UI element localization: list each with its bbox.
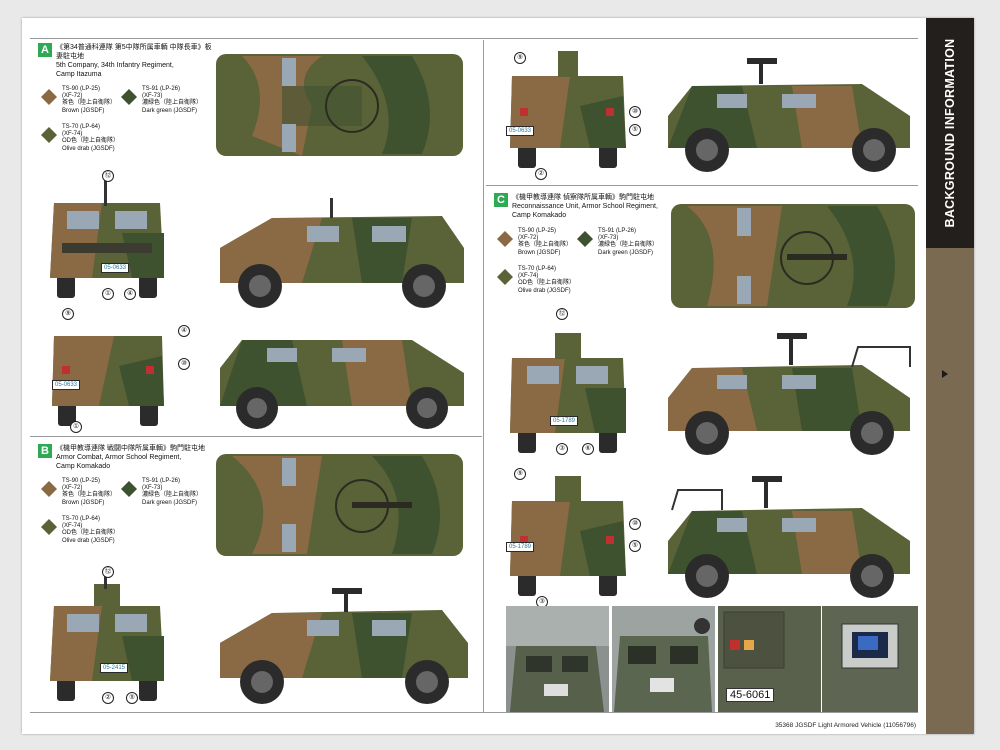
plate-c-front: 05-1789: [550, 416, 579, 426]
callout-9-a: ⑨: [62, 308, 74, 320]
section-b-caption: 《機甲教導連隊 戦闘中隊所属車輌》駒門駐屯地 Armor Combat, Arm…: [56, 444, 236, 471]
vehicle-b-side-view: [212, 578, 477, 708]
section-a-caption-en2: Camp Itazuma: [56, 71, 102, 78]
section-b-badge: B: [38, 444, 52, 458]
callout-10-right: ⑩: [629, 106, 641, 118]
plate-c-rear: 05-1789: [506, 542, 535, 552]
dark-green-paint-swatch-icon-b: [120, 480, 138, 498]
vehicle-a-side-view: [212, 188, 472, 313]
callout-5-right: ⑤: [629, 124, 641, 136]
callout-9-c: ⑨: [514, 468, 526, 480]
section-a-caption-jp: 《第34普通科連隊 第5中隊所属車輌 中隊長車》板妻駐屯地: [56, 44, 212, 60]
instruction-page: BACKGROUND INFORMATION A 《第34普通科連隊 第5中隊所…: [22, 18, 974, 734]
plate-b-front: 05-2415: [100, 663, 129, 673]
dark-green-paint-swatch-icon-c: [576, 230, 594, 248]
vehicle-a-top-view: [212, 46, 467, 164]
paint-olive-drab-c: TS-70 (LP-64)(XF-74)OD色（陸上自衛隊）Olive drab…: [518, 266, 576, 294]
sidebar: BACKGROUND INFORMATION: [926, 18, 974, 734]
callout-12-c: ⑫: [556, 308, 568, 320]
paint-brown-b: TS-90 (LP-25)(XF-72)茶色（陸上自衛隊）Brown (JGSD…: [62, 478, 117, 506]
vehicle-a-rear-view: [44, 316, 172, 431]
vehicle-b-front-view: [42, 566, 172, 706]
callout-12: ⑫: [102, 170, 114, 182]
section-a-badge: A: [38, 43, 52, 57]
olive-drab-paint-swatch-icon-b: [40, 518, 58, 536]
callout-4: ④: [124, 288, 136, 300]
section-a-caption: 《第34普通科連隊 第5中隊所属車輌 中隊長車》板妻駐屯地 5th Compan…: [56, 43, 216, 79]
footer-text: 35368 JGSDF Light Armored Vehicle (11056…: [775, 722, 916, 729]
callout-10-a: ⑩: [178, 358, 190, 370]
section-b-divider: [30, 436, 482, 437]
section-c-divider: [486, 185, 918, 186]
footer-rule: [30, 712, 918, 713]
reference-photo-3: 45-6061: [718, 606, 821, 712]
vehicle-c-rear-view: [500, 466, 635, 601]
vehicle-c-side-right-view: [662, 466, 917, 601]
vehicle-b-side-right-view: [662, 46, 917, 176]
paint-dark-green-c: TS-91 (LP-26)(XF-73)濃緑色（陸上自衛隊）Dark green…: [598, 228, 659, 256]
sidebar-title-box: BACKGROUND INFORMATION: [926, 18, 974, 248]
section-c-caption-en1: Reconnaissance Unit, Armor School Regime…: [512, 203, 658, 210]
reference-photo-2: [612, 606, 715, 712]
paint-dark-green-a: TS-91 (LP-26)(XF-73)濃緑色（陸上自衛隊）Dark green…: [142, 86, 203, 114]
callout-2-right: ②: [535, 168, 547, 180]
column-divider: [483, 40, 484, 712]
paint-brown-a: TS-90 (LP-25)(XF-72)茶色（陸上自衛隊）Brown (JGSD…: [62, 86, 117, 114]
plate-a-rear: 05-0633: [52, 380, 81, 390]
section-b-caption-en1: Armor Combat, Armor School Regiment,: [56, 454, 182, 461]
reference-photo-4: [822, 606, 918, 712]
plate-a-rear-2: 05-0633: [506, 126, 535, 136]
vehicle-c-front-view: [500, 318, 635, 458]
section-c-caption: 《機甲教導連隊 偵察隊所属車輌》駒門駐屯地 Reconnaissance Uni…: [512, 193, 692, 220]
paint-brown-c: TS-90 (LP-25)(XF-72)茶色（陸上自衛隊）Brown (JGSD…: [518, 228, 573, 256]
callout-4-a: ④: [178, 325, 190, 337]
callout-5-c: ⑤: [629, 540, 641, 552]
paint-dark-green-b: TS-91 (LP-26)(XF-73)濃緑色（陸上自衛隊）Dark green…: [142, 478, 203, 506]
callout-1: ①: [102, 288, 114, 300]
callout-10-c: ⑩: [629, 518, 641, 530]
olive-drab-paint-swatch-icon-c: [496, 268, 514, 286]
brown-paint-swatch-icon-c: [496, 230, 514, 248]
callout-12-b: ⑫: [102, 566, 114, 578]
section-b-caption-en2: Camp Komakado: [56, 463, 111, 470]
brown-paint-swatch-icon-b: [40, 480, 58, 498]
brown-paint-swatch-icon: [40, 88, 58, 106]
section-c-caption-en2: Camp Komakado: [512, 212, 567, 219]
reference-photo-1: [506, 606, 609, 712]
section-a-caption-en1: 5th Company, 34th Infantry Regiment,: [56, 62, 174, 69]
section-c-caption-jp: 《機甲教導連隊 偵察隊所属車輌》駒門駐屯地: [512, 194, 654, 201]
photo-plate-text: 45-6061: [726, 688, 775, 702]
paint-olive-drab-b: TS-70 (LP-64)(XF-74)OD色（陸上自衛隊）Olive drab…: [62, 516, 120, 544]
callout-1-a: ①: [70, 421, 82, 433]
paint-olive-drab-a: TS-70 (LP-64)(XF-74)OD色（陸上自衛隊）Olive drab…: [62, 124, 120, 152]
vehicle-c-side-view: [662, 323, 917, 458]
callout-6-c: ⑥: [582, 443, 594, 455]
callout-9-right: ⑨: [514, 52, 526, 64]
vehicle-c-top-view: [667, 196, 919, 316]
vehicle-a-front-view: [42, 173, 172, 303]
dark-green-paint-swatch-icon: [120, 88, 138, 106]
plate-a-front: 05-0633: [101, 263, 130, 273]
vehicle-a-side-right-view: [212, 318, 472, 433]
section-c-badge: C: [494, 193, 508, 207]
callout-5-b: ⑤: [126, 692, 138, 704]
page-arrow-icon: [942, 370, 948, 378]
top-rule: [30, 38, 918, 39]
callout-3-c: ③: [556, 443, 568, 455]
vehicle-b-top-view: [212, 446, 467, 564]
section-b-caption-jp: 《機甲教導連隊 戦闘中隊所属車輌》駒門駐屯地: [56, 445, 205, 452]
sidebar-title: BACKGROUND INFORMATION: [943, 38, 957, 228]
callout-2-b: ②: [102, 692, 114, 704]
vehicle-a-rear-view-2: [500, 46, 635, 174]
olive-drab-paint-swatch-icon: [40, 126, 58, 144]
